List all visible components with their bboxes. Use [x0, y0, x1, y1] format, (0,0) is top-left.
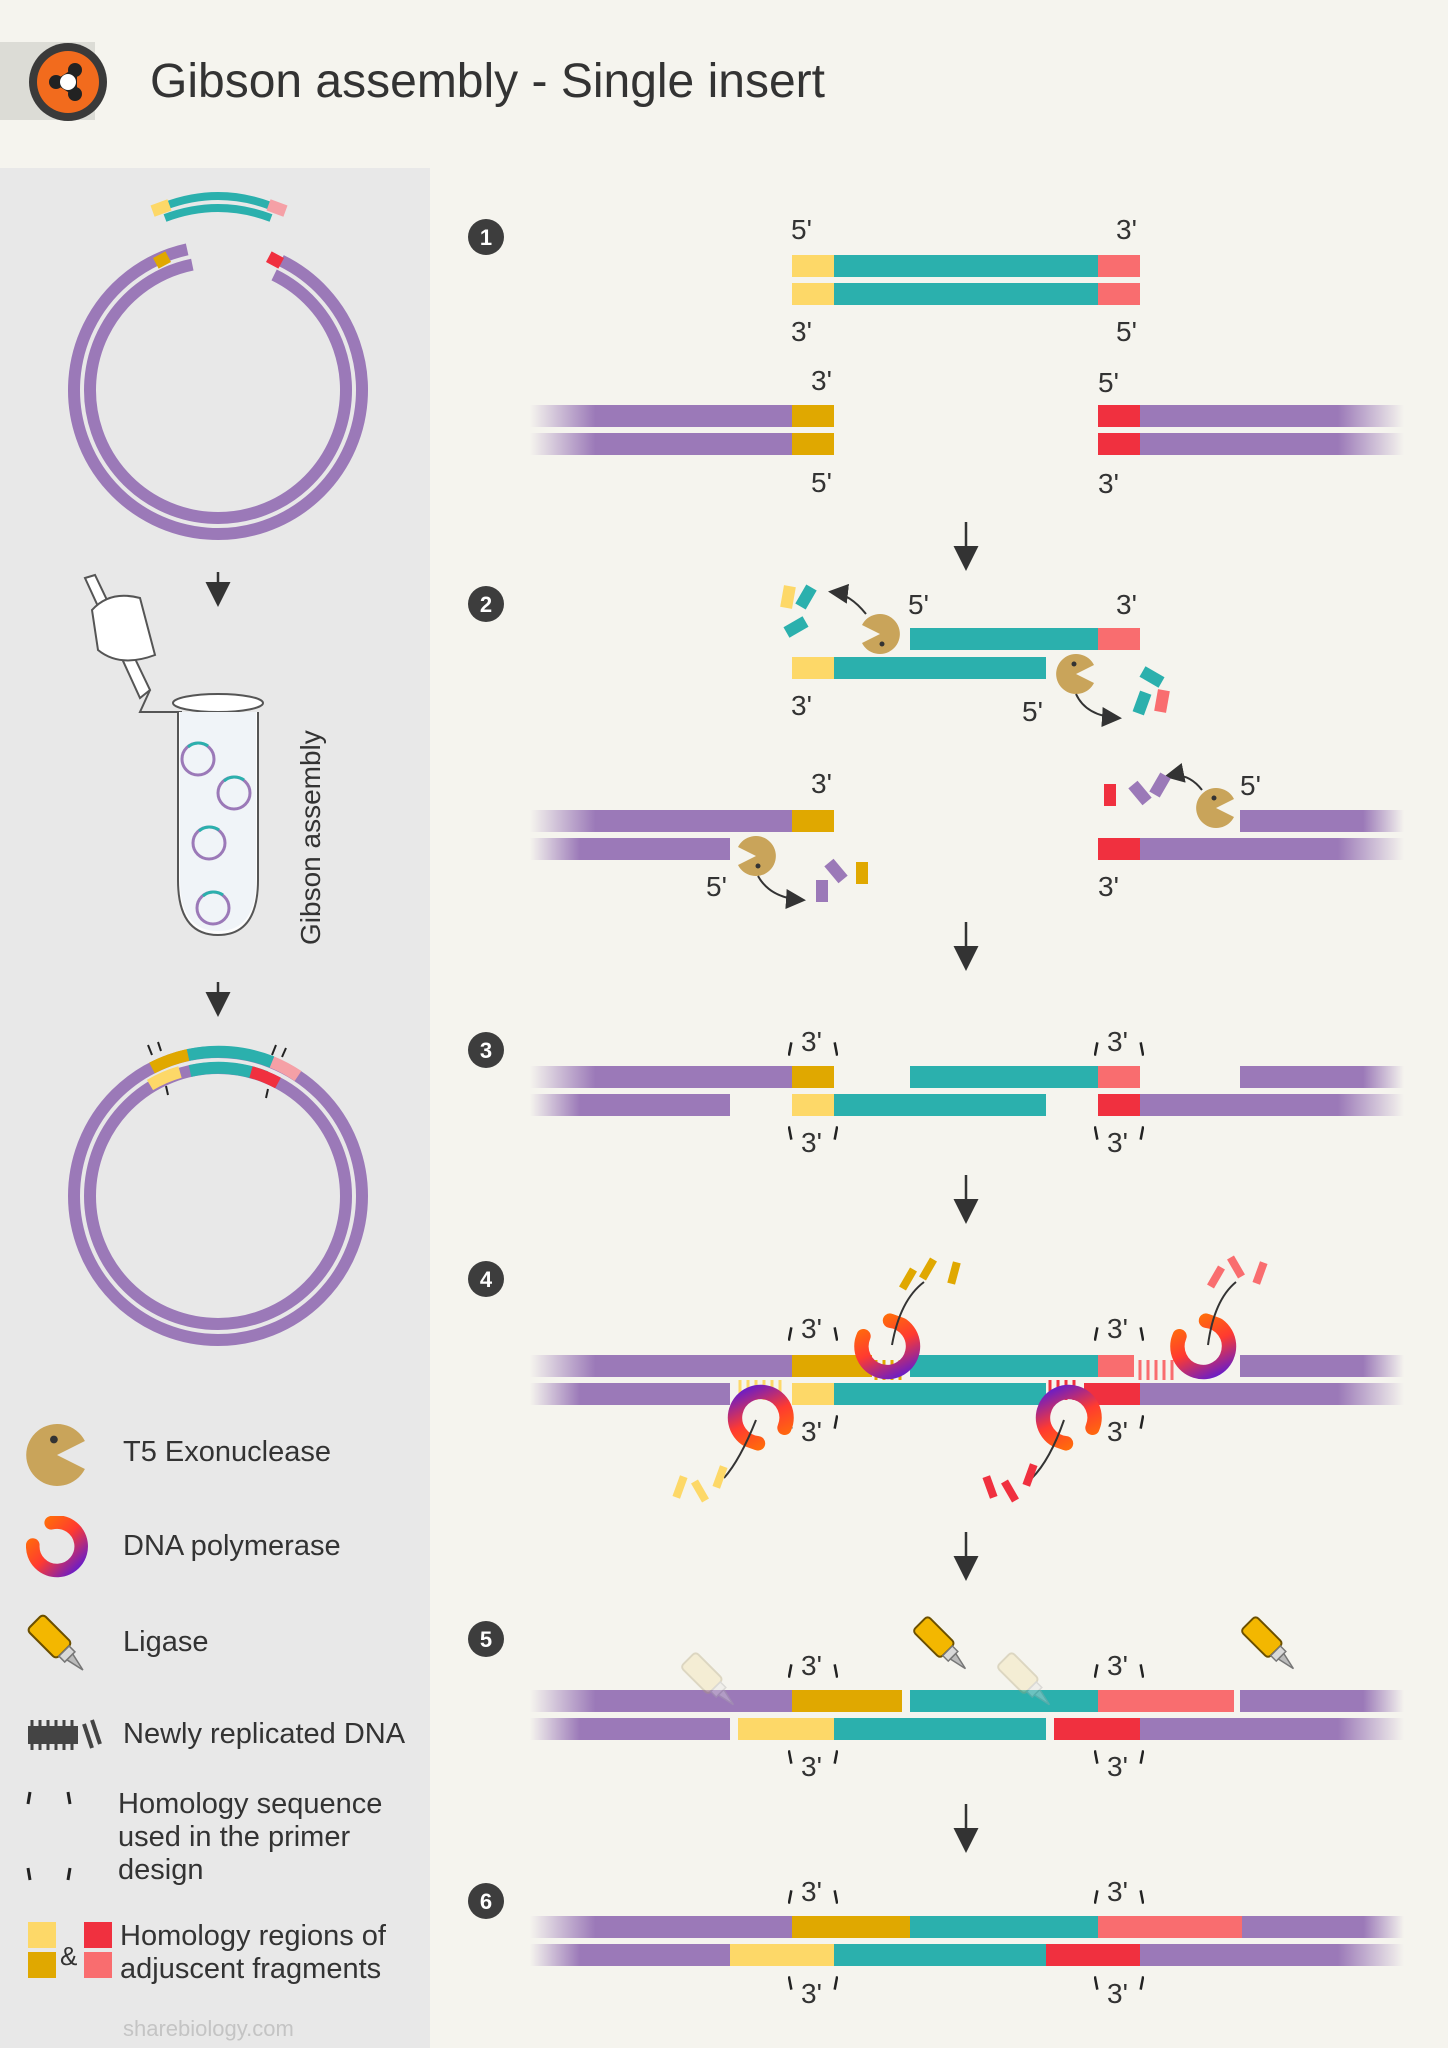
end-label: 3' [801, 1876, 822, 1907]
polymerase-icon [33, 1522, 81, 1570]
plasmid-open [68, 192, 368, 540]
end-label: 5' [791, 214, 812, 245]
tube-label: Gibson assembly [295, 730, 326, 945]
legend-homology-regions: Homology regions of adjuscent fragments [120, 1920, 386, 1985]
step-number: 6 [480, 1889, 492, 1914]
end-label: 3' [1107, 1978, 1128, 2009]
end-label: 3' [1098, 871, 1119, 902]
end-label: 3' [801, 1416, 822, 1447]
legend-homology-sequence: Homology sequence used in the primer des… [118, 1788, 383, 1886]
step-4: 3' 3' 3' 3' [530, 1255, 1404, 1503]
end-label: 3' [801, 1127, 822, 1158]
share-network-icon [29, 43, 107, 121]
glue-icon [1239, 1614, 1302, 1678]
exonuclease-icon [738, 836, 776, 876]
step-1: 5' 3' 3' 5' 3' 5' 5' 3' [530, 214, 1404, 499]
end-label: 3' [1107, 1876, 1128, 1907]
end-label: 3' [811, 768, 832, 799]
step-number: 3 [480, 1038, 492, 1063]
step-number: 1 [480, 225, 492, 250]
exonuclease-icon [1196, 788, 1234, 828]
page-title: Gibson assembly - Single insert [150, 55, 825, 108]
end-label: 3' [791, 316, 812, 347]
end-label: 3' [801, 1313, 822, 1344]
homology-regions-icon [28, 1922, 112, 1978]
end-label: 3' [801, 1650, 822, 1681]
step-badges: 1 2 3 4 5 6 [468, 219, 504, 1919]
end-label: 3' [1116, 214, 1137, 245]
end-label: 5' [706, 871, 727, 902]
polymerase-icon [728, 1385, 794, 1451]
end-label: 3' [801, 1978, 822, 2009]
newly-replicated-dna-icon [28, 1719, 102, 1750]
end-label: 3' [1107, 1650, 1128, 1681]
exonuclease-icon [1056, 654, 1094, 694]
end-label: 3' [1098, 468, 1119, 499]
plasmid-assembled [68, 1041, 368, 1346]
step-number: 5 [480, 1627, 492, 1652]
end-label: 3' [801, 1026, 822, 1057]
end-label: 5' [1022, 696, 1043, 727]
step-2: 5' 3' 3' 5' 3' 5' 5' 3' [530, 583, 1404, 909]
polymerase-icon [854, 1313, 920, 1379]
legend-polymerase: DNA polymerase [123, 1530, 341, 1562]
step-3: 3' 3' 3' 3' [530, 1026, 1404, 1158]
step-6: 3' 3' 3' 3' [530, 1876, 1404, 2009]
homology-ticks-icon [26, 1791, 72, 1881]
tube-icon [83, 573, 264, 937]
legend-new-dna: Newly replicated DNA [123, 1718, 406, 1750]
end-label: 3' [1107, 1127, 1128, 1158]
watermark: sharebiology.com [123, 2016, 294, 2041]
glue-icon [911, 1614, 974, 1678]
legend-ligase: Ligase [123, 1626, 209, 1658]
end-label: 3' [1116, 589, 1137, 620]
end-label: 5' [1240, 770, 1261, 801]
end-label: 3' [1107, 1416, 1128, 1447]
ampersand: & [60, 1941, 77, 1971]
step-number: 2 [480, 592, 492, 617]
polymerase-icon [1036, 1385, 1102, 1451]
legend-exonuclease: T5 Exonuclease [123, 1436, 331, 1468]
end-label: 5' [1098, 367, 1119, 398]
end-label: 3' [811, 365, 832, 396]
glue-icon [25, 1612, 92, 1680]
step-5: 3' 3' 3' 3' [530, 1614, 1404, 1782]
exonuclease-icon [26, 1424, 85, 1486]
logo [28, 42, 108, 122]
polymerase-icon [1170, 1313, 1236, 1379]
end-label: 5' [908, 589, 929, 620]
end-label: 3' [1107, 1026, 1128, 1057]
end-label: 5' [1116, 316, 1137, 347]
end-label: 3' [1107, 1313, 1128, 1344]
end-label: 3' [801, 1751, 822, 1782]
end-label: 3' [1107, 1751, 1128, 1782]
end-label: 3' [791, 690, 812, 721]
exonuclease-icon [862, 614, 900, 654]
end-label: 5' [811, 467, 832, 498]
step-number: 4 [480, 1267, 493, 1292]
